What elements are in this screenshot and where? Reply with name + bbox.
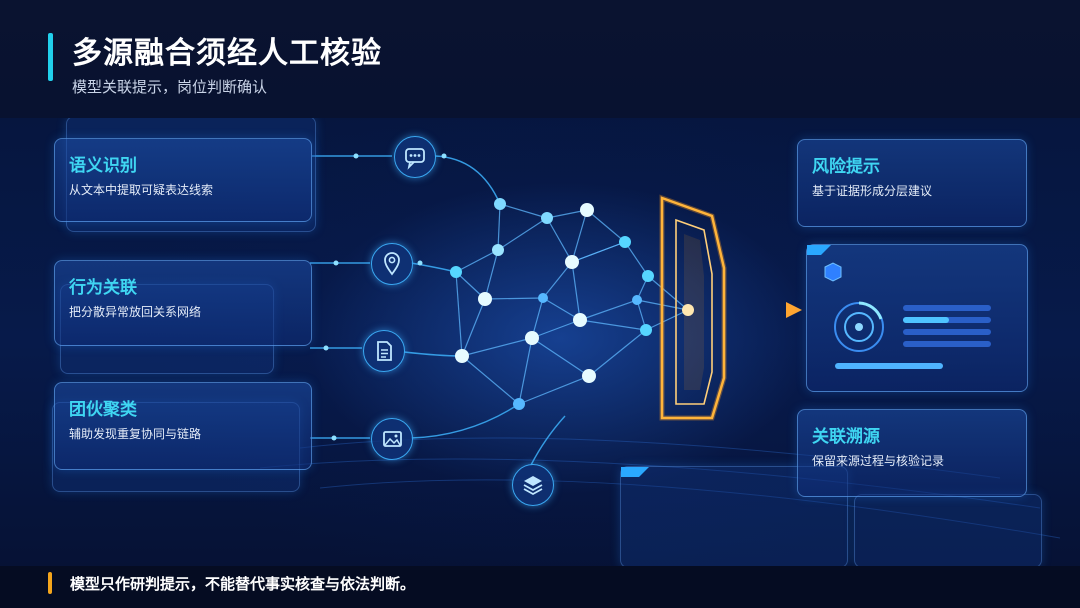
- behavior-card-title: 行为关联: [69, 278, 137, 298]
- chat-icon: [394, 136, 436, 178]
- cluster-card-title: 团伙聚类: [69, 400, 137, 420]
- network-nodes: [323, 153, 654, 441]
- title-accent-bar: [48, 33, 53, 81]
- trace-card: 关联溯源 保留来源过程与核验记录: [797, 409, 1027, 497]
- cluster-card-desc: 辅助发现重复协同与链路: [69, 427, 202, 441]
- network-illustration: [259, 153, 1061, 539]
- risk-card-desc: 基于证据形成分层建议: [812, 184, 933, 198]
- layers-icon: [512, 464, 554, 506]
- location-pin-icon: [371, 243, 413, 285]
- semantic-card: 语义识别 从文本中提取可疑表达线索: [54, 138, 312, 222]
- page-title: 多源融合须经人工核验: [72, 36, 382, 71]
- header: 多源融合须经人工核验 模型关联提示，岗位判断确认: [0, 0, 1080, 118]
- semantic-card-desc: 从文本中提取可疑表达线索: [69, 183, 214, 197]
- verification-gate: [659, 194, 727, 421]
- behavior-card: 行为关联 把分散异常放回关系网络: [54, 260, 312, 346]
- trace-card-desc: 保留来源过程与核验记录: [812, 454, 945, 468]
- behavior-card-desc: 把分散异常放回关系网络: [69, 305, 202, 319]
- illustration-stage: 语义识别 从文本中提取可疑表达线索 行为关联 把分散异常放回关系网络 团伙聚类 …: [0, 118, 1080, 566]
- output-arrow: [682, 302, 802, 318]
- document-icon: [363, 330, 405, 372]
- risk-card-title: 风险提示: [812, 157, 880, 177]
- footer-accent-bar: [48, 572, 52, 594]
- page-subtitle: 模型关联提示，岗位判断确认: [72, 78, 268, 96]
- dashboard-graphic: [807, 245, 991, 369]
- risk-card: 风险提示 基于证据形成分层建议: [797, 139, 1027, 227]
- footer: [0, 566, 1080, 608]
- footer-note: 模型只作研判提示，不能替代事实核查与依法判断。: [70, 575, 416, 593]
- image-icon: [371, 418, 413, 460]
- cluster-card: 团伙聚类 辅助发现重复协同与链路: [54, 382, 312, 470]
- semantic-card-title: 语义识别: [69, 156, 137, 176]
- bottom-panel-ghost-2: [854, 494, 1042, 566]
- dashboard-panel: [806, 244, 1028, 392]
- trace-card-title: 关联溯源: [812, 427, 880, 447]
